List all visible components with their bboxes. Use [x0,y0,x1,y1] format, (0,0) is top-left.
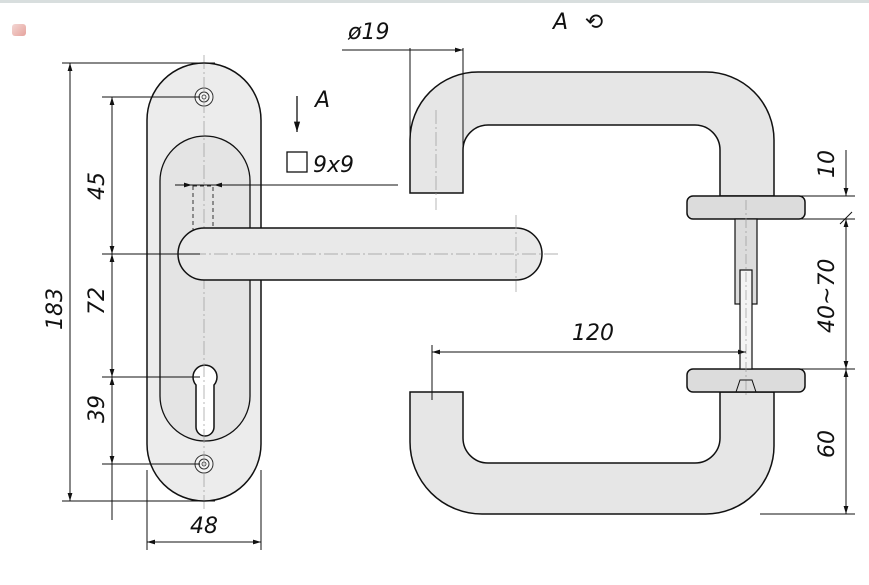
app-icon [12,24,26,36]
right-vertical-dimensions [760,150,855,515]
vertical-dimensions [62,62,215,520]
top-border [0,0,869,3]
upper-handle-side [409,71,775,210]
cylinder-keyhole [192,364,218,437]
view-arrow: A [293,88,330,132]
width-dimension [146,470,262,550]
dim-top-to-handle: 45 [85,172,110,200]
spindle-bolt [734,200,758,395]
diameter-dimension [342,47,464,150]
rotation-symbol-icon: ⟲ [585,10,604,35]
dim-handle-length: 120 [572,321,614,346]
dim-door-thickness: 40~70 [815,259,840,333]
handle-length-dimension [431,345,746,400]
spindle-label: 9x9 [313,153,354,178]
arrow-label: A [313,88,330,113]
dim-handle-to-cylinder: 72 [85,287,110,315]
dim-lower-offset: 60 [815,430,840,458]
dim-cylinder-to-bottom: 39 [85,395,110,423]
dim-total-height: 183 [43,288,68,330]
dim-plate-width: 48 [190,514,218,539]
view-label: A [551,10,568,35]
dim-rose-thickness: 10 [815,150,840,178]
backplate [146,55,262,510]
lower-handle-side [409,391,775,515]
dim-diameter: ø19 [347,20,389,45]
